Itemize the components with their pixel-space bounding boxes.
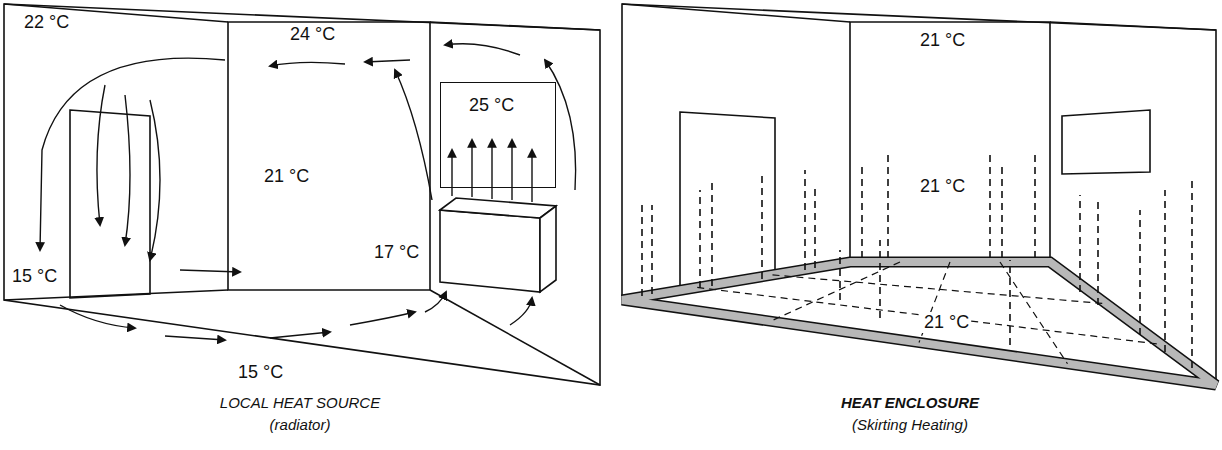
flow-arrow [445,44,520,55]
heat-rise-line [711,180,713,286]
heat-rise-line [1139,210,1141,335]
caption-title: LOCAL HEAT SOURCE [218,394,382,411]
window-box: 25 °C [440,82,556,188]
temperature-label: 21 °C [918,30,967,51]
heat-rise-line [839,250,841,300]
heat-rise-line [1191,180,1193,368]
heat-rise-line [699,190,701,288]
heat-rise-line [1001,165,1003,258]
caption-subtitle: (Skirting Heating) [850,416,970,433]
heat-rise-lines [642,150,1192,368]
temperature-label: 21 °C [262,166,311,187]
temperature-label: 17 °C [372,242,421,263]
flow-arrow [451,150,452,196]
temperature-label: 21 °C [918,176,967,197]
flow-arrow [350,312,415,325]
flow-arrow [125,95,130,245]
heat-rise-line [814,185,816,268]
temperature-label: 22 °C [22,12,71,33]
temperature-label: 15 °C [236,362,285,383]
room-frame [622,4,1216,385]
room-edge [430,290,600,385]
room-edge [622,4,850,22]
heat-rise-line [1009,260,1011,345]
heat-rise-line [761,175,763,279]
radiator [440,198,556,292]
flow-arrow [510,298,532,325]
heat-rise-line [641,200,643,296]
caption-subtitle: (radiator) [268,416,333,433]
heat-rise-line [1079,195,1081,292]
flow-arrow [270,332,330,338]
flow-arrow [365,60,410,62]
back-wall [228,22,430,290]
heat-rise-line [1164,190,1166,352]
room-frame [4,4,600,385]
air-flow-arrows [40,44,576,340]
room-edge [1050,22,1216,30]
heat-rise-line [879,240,881,318]
flow-arrow [40,58,225,250]
temperature-label: 25 °C [467,95,516,116]
temperature-label: 15 °C [10,266,59,287]
floor-heat-grid [697,287,1161,344]
left-room [4,4,600,385]
flow-arrow [531,150,532,202]
floor-heat-grid [771,262,901,321]
heat-rise-line [804,170,806,270]
flow-arrow [395,70,432,200]
heat-rise-line [989,150,991,258]
skirting-heater [622,262,1216,385]
heat-rise-line [651,205,653,294]
door [680,112,775,291]
flow-arrow [511,140,512,200]
flow-arrow [180,270,240,272]
temperature-label: 21 °C [922,312,971,333]
flow-arrow [471,140,472,197]
flow-arrow [97,85,105,225]
flow-arrow [491,140,492,199]
flow-arrow [60,305,135,328]
heat-rise-line [887,150,889,258]
heat-rise-line [861,165,863,258]
heat-rise-line [1034,150,1036,258]
caption-title: HEAT ENCLOSURE [839,394,981,411]
door [70,110,150,298]
flow-arrow [425,292,446,312]
flow-arrow [270,62,345,66]
right-room [622,4,1216,385]
flow-arrow [150,100,160,260]
heat-rise-line [1097,200,1099,305]
floor-heat-grid [1000,262,1068,364]
flow-arrow [545,60,576,190]
window [1062,110,1150,174]
temperature-label: 24 °C [288,24,337,45]
room-edge [430,22,600,30]
back-wall [850,22,1050,262]
flow-arrow [165,336,225,340]
